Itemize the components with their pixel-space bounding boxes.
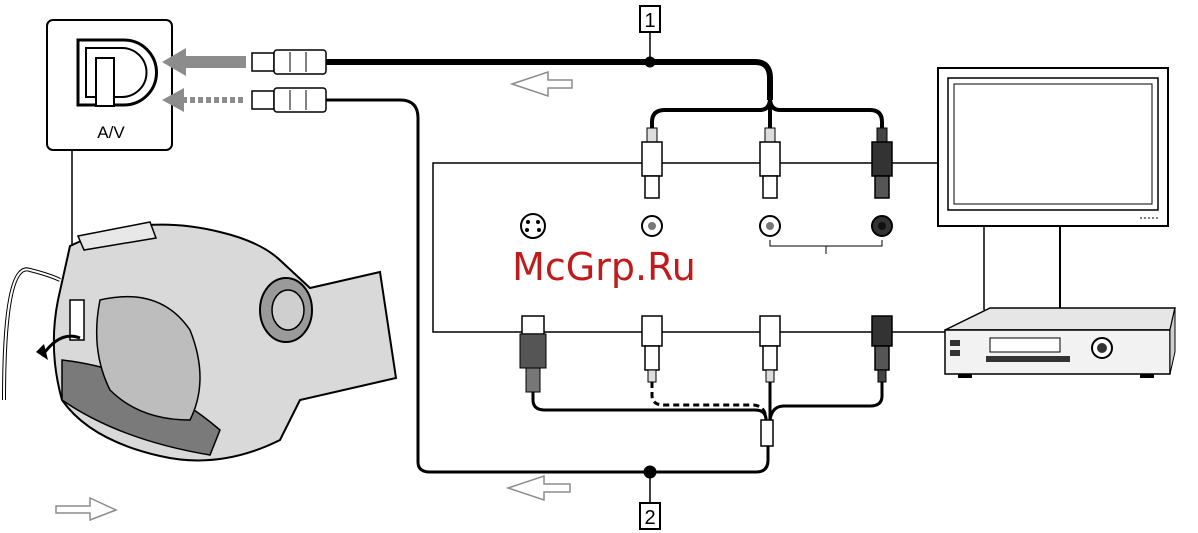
callout-1-box: 1 [640,6,660,32]
callout-1-label: 1 [644,10,655,32]
av-port-label: A/V [97,123,125,142]
rca-plug-icon-white [760,128,780,198]
camcorder-icon [4,222,396,460]
cable-2-branches [533,382,882,446]
av-port-callout: A/V [47,20,172,150]
flow-arrow-icon [162,48,246,76]
rca-plug-icon-bottom-video [642,316,662,382]
rca-plug-icon-red [872,128,892,198]
audio-left-jack-icon [760,216,780,236]
video-jack-icon [642,216,662,236]
rca-plug-icon [642,128,662,198]
flow-arrow-icon-dashed [162,88,246,112]
signal-flow-arrow-1 [512,72,572,96]
rca-plug-icon-bottom-white [760,316,780,382]
signal-flow-arrow-2 [508,476,570,500]
watermark-text: McGrp.Ru [512,245,696,289]
s-video-jack-icon [521,214,545,238]
rca-plug-icon-bottom-red [872,316,892,382]
audio-bracket [770,240,882,254]
audio-right-jack-icon [872,216,892,236]
av-plug-top [252,50,326,74]
av-plug-bottom [252,88,326,112]
s-video-plug-icon [520,316,546,392]
av-jack-icon [78,40,156,106]
vcr-icon [945,308,1175,378]
tv-icon [938,68,1168,310]
cable-2 [326,100,768,503]
callout-2-label: 2 [644,507,655,529]
flow-legend-arrow [56,498,116,520]
callout-2-box: 2 [640,503,660,529]
cable-1 [326,32,882,140]
